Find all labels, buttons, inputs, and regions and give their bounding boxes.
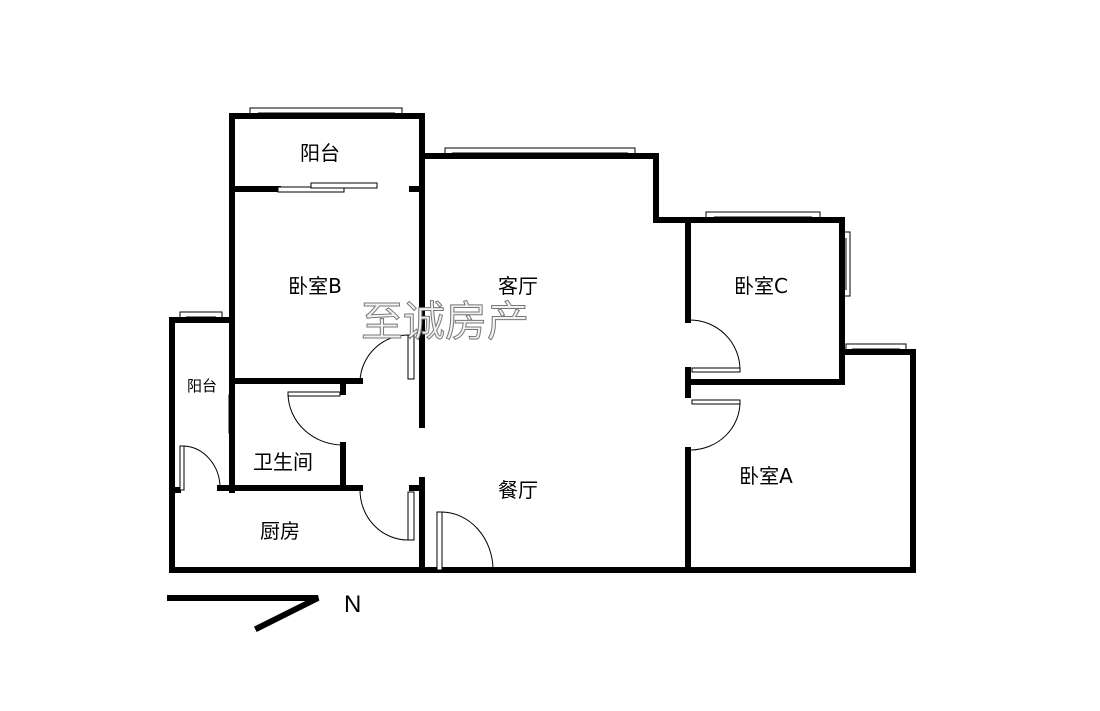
room-label-kitchen: 厨房 bbox=[260, 519, 300, 543]
room-label-bedroom-c: 卧室C bbox=[734, 274, 788, 298]
room-label-bedroom-b: 卧室B bbox=[288, 274, 342, 298]
north-label: N bbox=[344, 591, 361, 618]
room-label-dining-room: 餐厅 bbox=[498, 478, 538, 502]
watermark: 至诚房产 bbox=[361, 297, 529, 346]
room-label-living-room: 客厅 bbox=[498, 274, 538, 298]
room-label-bedroom-a: 卧室A bbox=[739, 464, 793, 488]
doors bbox=[179, 182, 741, 571]
room-label-balcony-left: 阳台 bbox=[187, 377, 217, 395]
walls bbox=[169, 113, 916, 573]
room-label-balcony-top: 阳台 bbox=[300, 141, 340, 165]
room-label-bathroom: 卫生间 bbox=[253, 450, 313, 474]
north-arrow-icon bbox=[167, 595, 320, 633]
